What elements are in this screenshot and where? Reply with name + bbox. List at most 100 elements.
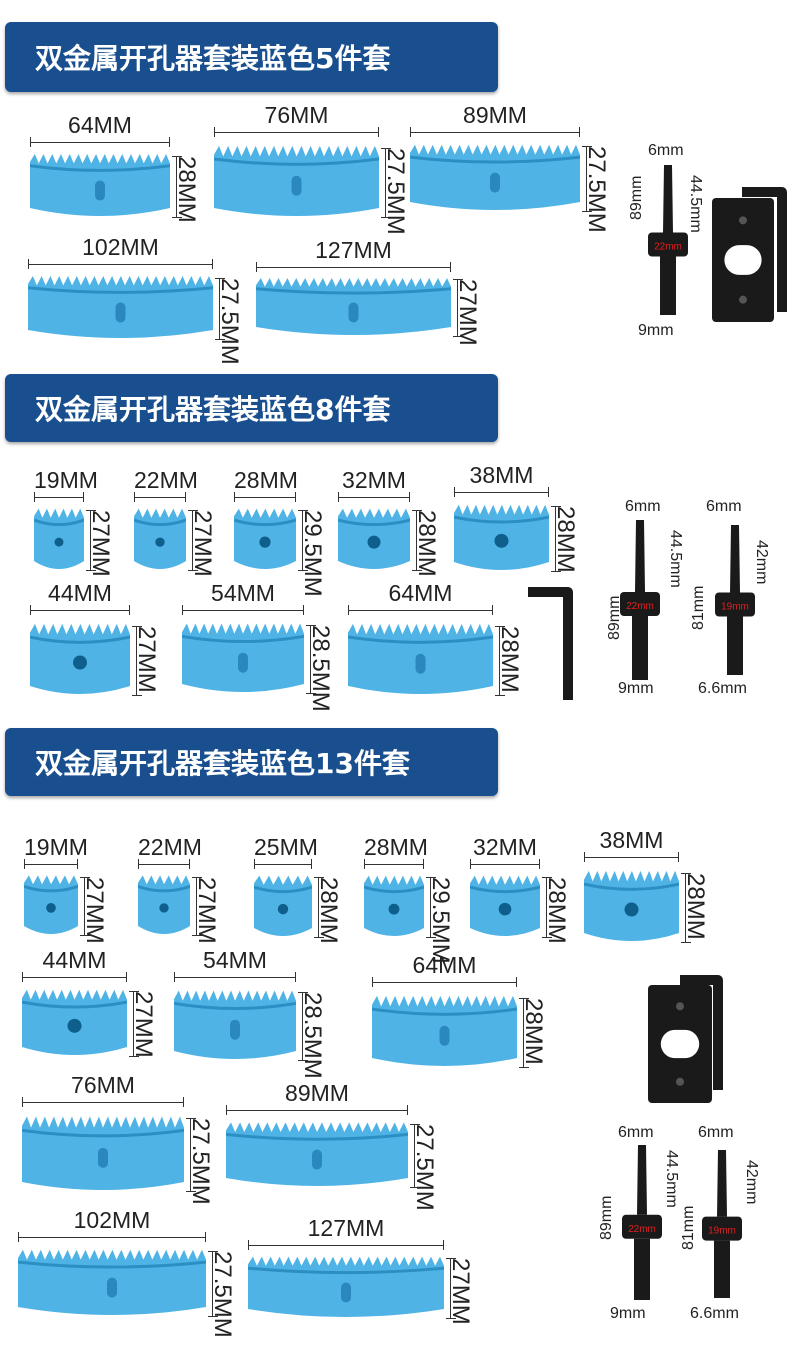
diameter-label: 89MM: [226, 1080, 408, 1115]
diameter-label: 54MM: [174, 947, 296, 982]
hole-saw-icon: [29, 140, 171, 223]
hole-saw-icon: [347, 608, 494, 701]
hole-saw-icon: [453, 490, 550, 577]
diameter-label: 64MM: [348, 580, 493, 615]
diameter-label: 127MM: [248, 1215, 444, 1250]
arbor-drill-icon: [717, 1150, 727, 1217]
arbor-drill-icon: [663, 165, 673, 233]
arbor-dimension-label: 42mm: [753, 540, 770, 585]
hole-saw-icon: [21, 1100, 185, 1197]
arbor-collar-icon: [620, 592, 660, 616]
diameter-label: 19MM: [34, 467, 98, 502]
arbor-dimension-label: 6mm: [618, 1124, 654, 1141]
arbor-dimension-label: 89mm: [628, 175, 645, 220]
hex-key-icon: [742, 187, 787, 312]
arbor-collar-icon: [622, 1214, 662, 1239]
arbor-dimension-label: 44.5mm: [687, 175, 704, 233]
arbor-drill-icon: [730, 525, 740, 593]
arbor-dimension-label: 44.5mm: [663, 1150, 680, 1208]
hex-key-icon: [680, 975, 723, 1090]
arbor-dimension-label: 6.6mm: [698, 680, 747, 697]
arbor-dimension-label: 9mm: [618, 680, 654, 697]
arbor-dimension-label: 6mm: [625, 498, 661, 515]
hole-saw-icon: [173, 975, 297, 1066]
diameter-label: 76MM: [214, 102, 379, 137]
arbor-collar-icon: [702, 1216, 742, 1241]
arbor-collar-icon: [648, 232, 688, 257]
arbor-dimension-label: 42mm: [743, 1160, 760, 1205]
hole-saw-icon: [21, 975, 128, 1062]
adapter-plate-icon: [712, 198, 774, 322]
hole-saw-icon: [469, 862, 541, 943]
diameter-label: 44MM: [30, 580, 130, 615]
collar-size-label: 22mm: [628, 1224, 656, 1235]
arbor-collar-icon: [715, 592, 755, 617]
banner-set13: 双金属开孔器套装蓝色13件套: [5, 728, 498, 796]
diameter-label: 64MM: [30, 112, 170, 147]
hole-saw-icon: [409, 130, 581, 217]
hole-saw-icon: [233, 495, 297, 576]
adapter-plate-icon: [648, 985, 712, 1103]
arbor-dimension-label: 81mm: [690, 585, 707, 630]
banner-set8: 双金属开孔器套装蓝色8件套: [5, 374, 498, 442]
hole-saw-icon: [213, 130, 380, 223]
hole-saw-icon: [133, 495, 187, 576]
collar-size-label: 22mm: [654, 242, 682, 253]
hole-saw-icon: [253, 862, 313, 943]
banner-set5: 双金属开孔器套装蓝色5件套: [5, 22, 498, 92]
hole-saw-icon: [255, 265, 452, 342]
hole-saw-icon: [247, 1243, 445, 1324]
collar-size-label: 22mm: [626, 601, 654, 612]
diameter-label: 22MM: [134, 467, 198, 502]
diameter-label: 64MM: [372, 952, 517, 987]
diameter-label: 25MM: [254, 834, 318, 869]
arbor-drill-icon: [635, 520, 645, 592]
arbor-dimension-label: 89mm: [606, 595, 623, 640]
hole-saw-icon: [371, 980, 518, 1073]
hole-saw-icon: [29, 608, 131, 701]
diameter-label: 38MM: [584, 827, 679, 862]
diameter-label: 19MM: [24, 834, 88, 869]
arbor-dimension-label: 6mm: [698, 1124, 734, 1141]
diameter-label: 22MM: [138, 834, 202, 869]
arbor-drill-icon: [637, 1145, 647, 1215]
arbor-shank-icon: [727, 616, 743, 675]
diameter-label: 102MM: [18, 1207, 206, 1242]
collar-size-label: 19mm: [721, 602, 749, 613]
diameter-label: 38MM: [454, 462, 549, 497]
hole-saw-icon: [27, 262, 214, 345]
arbor-dimension-label: 89mm: [598, 1195, 615, 1240]
diameter-label: 102MM: [28, 234, 213, 269]
arbor-dimension-label: 6.6mm: [690, 1305, 739, 1322]
arbor-dimension-label: 81mm: [680, 1205, 697, 1250]
hole-saw-icon: [17, 1235, 207, 1322]
diameter-label: 76MM: [22, 1072, 184, 1107]
hole-saw-icon: [225, 1108, 409, 1193]
arbor-shank-icon: [714, 1240, 730, 1298]
arbor-shank-icon: [634, 1238, 650, 1300]
hole-saw-icon: [363, 862, 425, 943]
arbor-dimension-label: 44.5mm: [667, 530, 684, 588]
arbor-dimension-label: 6mm: [706, 498, 742, 515]
diameter-label: 28MM: [234, 467, 298, 502]
hole-saw-icon: [33, 495, 85, 576]
arbor-dimension-label: 9mm: [610, 1305, 646, 1322]
diameter-label: 32MM: [470, 834, 540, 869]
diameter-label: 127MM: [256, 237, 451, 272]
diameter-label: 54MM: [182, 580, 304, 615]
arbor-dimension-label: 6mm: [648, 142, 684, 159]
diameter-label: 89MM: [410, 102, 580, 137]
diameter-label: 44MM: [22, 947, 127, 982]
arbor-shank-icon: [632, 616, 648, 680]
collar-size-label: 19mm: [708, 1226, 736, 1237]
hole-saw-icon: [337, 495, 411, 576]
hole-saw-icon: [23, 862, 79, 941]
hole-saw-icon: [181, 608, 305, 699]
hole-saw-icon: [137, 862, 191, 941]
hex-key-icon: [528, 587, 573, 700]
diameter-label: 32MM: [338, 467, 410, 502]
hole-saw-icon: [583, 855, 680, 948]
diameter-label: 28MM: [364, 834, 428, 869]
arbor-shank-icon: [660, 256, 676, 315]
arbor-dimension-label: 9mm: [638, 322, 674, 339]
